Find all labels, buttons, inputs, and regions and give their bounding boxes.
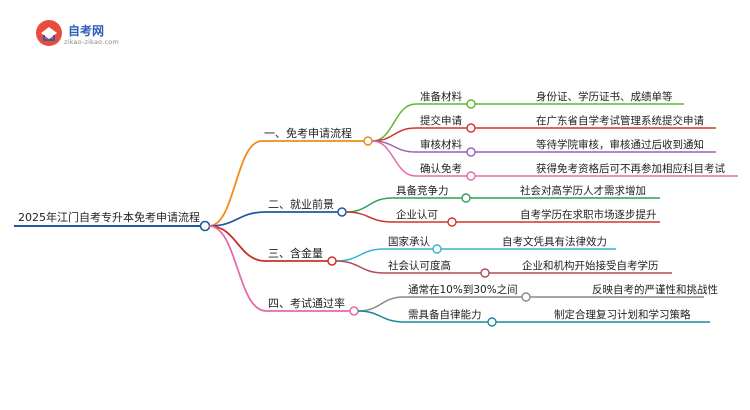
subtopic: 提交申请 在广东省自学考试管理系统提交申请: [416, 114, 716, 133]
leaf-label: 等待学院审核，审核通过后收到通知: [536, 138, 704, 151]
branch-connector: [208, 211, 267, 227]
subtopic-connector: [357, 296, 405, 312]
branch-label: 四、考试通过率: [268, 296, 345, 310]
logo-url: zikao-zikao.com: [64, 38, 119, 46]
branch-label: 一、免考申请流程: [264, 126, 352, 140]
branch-label: 三、含金量: [268, 246, 323, 260]
root-label: 2025年江门自考专升本免考申请流程: [18, 210, 200, 224]
branch-3: 三、含金量: [266, 246, 337, 266]
leaf-label: 制定合理复习计划和学习策略: [554, 308, 691, 321]
subtopic: 企业认可 自考学历在求职市场逐步提升: [392, 208, 660, 227]
subtopic-node: [466, 171, 476, 181]
branch-4: 四、考试通过率: [266, 296, 359, 316]
subtopic-connector: [345, 211, 393, 223]
subtopic-connector: [357, 310, 405, 323]
subtopic-label: 具备竞争力: [396, 184, 449, 197]
branch-node: [337, 207, 347, 217]
subtopic: 确认免考 获得免考资格后可不再参加相应科目考试: [416, 162, 738, 181]
subtopic-node: [487, 317, 497, 327]
leaf-label: 反映自考的严谨性和挑战性: [592, 283, 718, 296]
subtopic-node: [432, 244, 442, 254]
subtopic-node: [480, 268, 490, 278]
subtopic-node: [461, 193, 471, 203]
subtopic-label: 通常在10%到30%之间: [408, 283, 518, 296]
leaf-label: 自考文凭具有法律效力: [502, 235, 607, 248]
subtopic-connector: [371, 103, 417, 142]
logo-brand: 自考网: [68, 24, 105, 38]
branch-node: [349, 306, 359, 316]
subtopic-connector: [345, 197, 393, 213]
subtopic-node: [521, 292, 531, 302]
branch-connector: [208, 225, 267, 262]
branch-connector: [208, 140, 263, 227]
subtopic: 国家承认 自考文凭具有法律效力: [384, 235, 616, 254]
leaf-label: 企业和机构开始接受自考学历: [522, 259, 659, 272]
subtopic-label: 准备材料: [420, 90, 462, 103]
subtopic-node: [466, 123, 476, 133]
subtopic-connector: [335, 260, 385, 274]
subtopic: 通常在10%到30%之间 反映自考的严谨性和挑战性: [404, 283, 718, 302]
branch-2: 二、就业前景: [266, 197, 347, 217]
subtopic-node: [466, 99, 476, 109]
branch-connector: [208, 225, 267, 312]
subtopic: 具备竞争力 社会对高学历人才需求增加: [392, 184, 660, 203]
subtopic: 审核材料 等待学院审核，审核通过后收到通知: [416, 138, 716, 157]
branch-1: 一、免考申请流程: [262, 126, 373, 146]
leaf-label: 社会对高学历人才需求增加: [520, 184, 646, 197]
subtopic-label: 审核材料: [420, 138, 462, 151]
subtopic-label: 国家承认: [388, 235, 430, 248]
root-node: [199, 220, 211, 232]
subtopic-connector: [371, 140, 417, 177]
subtopic-node: [447, 217, 457, 227]
subtopic: 社会认可度高 企业和机构开始接受自考学历: [384, 259, 672, 278]
subtopic-label: 企业认可: [396, 208, 438, 221]
subtopic: 准备材料 身份证、学历证书、成绩单等: [416, 90, 684, 109]
logo-icon: [36, 20, 62, 46]
subtopic-node: [466, 147, 476, 157]
site-logo: 自考网 zikao-zikao.com: [34, 18, 144, 48]
leaf-label: 获得免考资格后可不再参加相应科目考试: [536, 162, 725, 175]
subtopic-label: 确认免考: [420, 162, 462, 175]
branch-node: [363, 136, 373, 146]
subtopic-label: 社会认可度高: [388, 259, 451, 272]
subtopic-label: 提交申请: [420, 114, 462, 127]
subtopic-connector: [335, 248, 385, 262]
leaf-label: 身份证、学历证书、成绩单等: [536, 90, 673, 103]
branch-node: [327, 256, 337, 266]
leaf-label: 在广东省自学考试管理系统提交申请: [536, 114, 704, 127]
subtopic-label: 需具备自律能力: [408, 308, 482, 321]
subtopic: 需具备自律能力 制定合理复习计划和学习策略: [404, 308, 710, 327]
leaf-label: 自考学历在求职市场逐步提升: [520, 208, 657, 221]
branch-label: 二、就业前景: [268, 197, 334, 211]
